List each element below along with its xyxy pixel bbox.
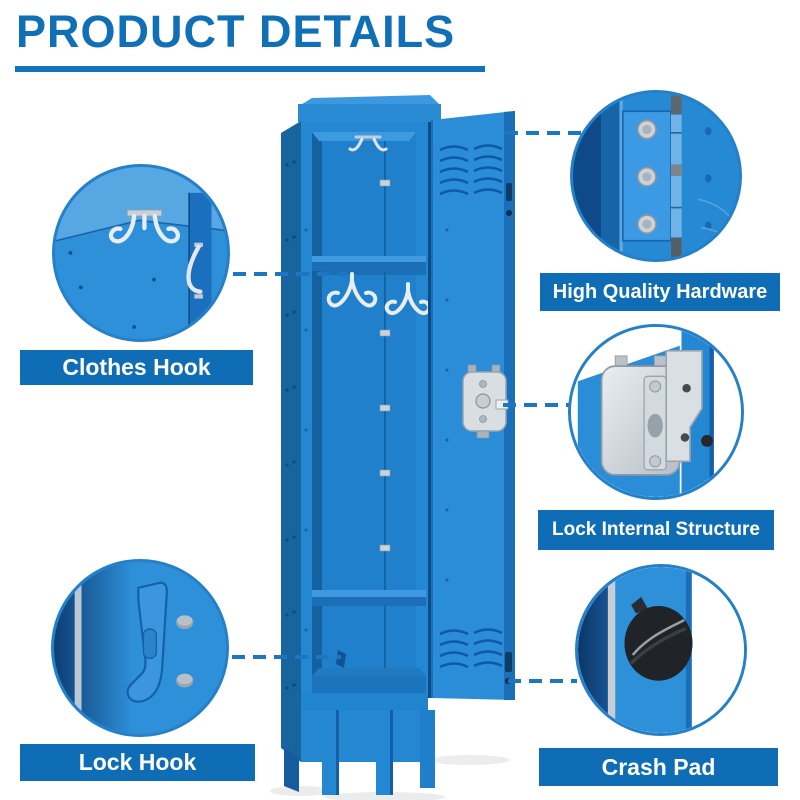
hinge-barrel: [670, 93, 682, 259]
lock-internal-structure-label: Lock Internal Structure: [538, 510, 774, 550]
locker-cabinet: [281, 95, 441, 795]
clothes-hook-label: Clothes Hook: [20, 350, 253, 385]
locker-door: [431, 111, 515, 700]
hinge-screws: [636, 119, 657, 235]
rivets: [176, 615, 194, 688]
connector-lines: [232, 131, 586, 683]
high-quality-hardware-label-text: High Quality Hardware: [552, 280, 768, 303]
mounting-bracket: [665, 349, 703, 463]
crash-pad-bumper: [624, 596, 693, 681]
title-underline: [15, 66, 485, 72]
clothes-hook-label-text: Clothes Hook: [62, 354, 211, 380]
lock-hook-label-text: Lock Hook: [78, 749, 197, 775]
high-quality-hardware-label: High Quality Hardware: [540, 273, 780, 311]
latch-plate: [643, 375, 667, 471]
hinge-gap: [428, 122, 432, 698]
page-title: PRODUCT DETAILS: [16, 6, 456, 57]
lock-internal-structure-label-text: Lock Internal Structure: [552, 519, 760, 540]
ceiling-hook: [348, 135, 388, 152]
clothes-hook-photo: [52, 164, 230, 342]
crash-pad-label-text: Crash Pad: [601, 753, 716, 780]
rail-hook: [186, 242, 203, 299]
floor-shadow: [270, 755, 510, 800]
door-vents-bottom: [439, 628, 503, 669]
lock-knob: [701, 434, 713, 447]
lock-internal-photo: [568, 324, 744, 500]
crash-pad-photo: [575, 564, 747, 736]
double-clothes-hook: [108, 213, 180, 244]
hinge-photo: [570, 90, 742, 262]
door-edge-hardware: [505, 183, 512, 684]
crash-pad-label: Crash Pad: [539, 748, 778, 786]
door-lock: [462, 364, 509, 439]
lock-hook-label: Lock Hook: [20, 744, 255, 781]
lock-hook-photo: [51, 559, 229, 737]
door-vents-top: [439, 144, 503, 196]
